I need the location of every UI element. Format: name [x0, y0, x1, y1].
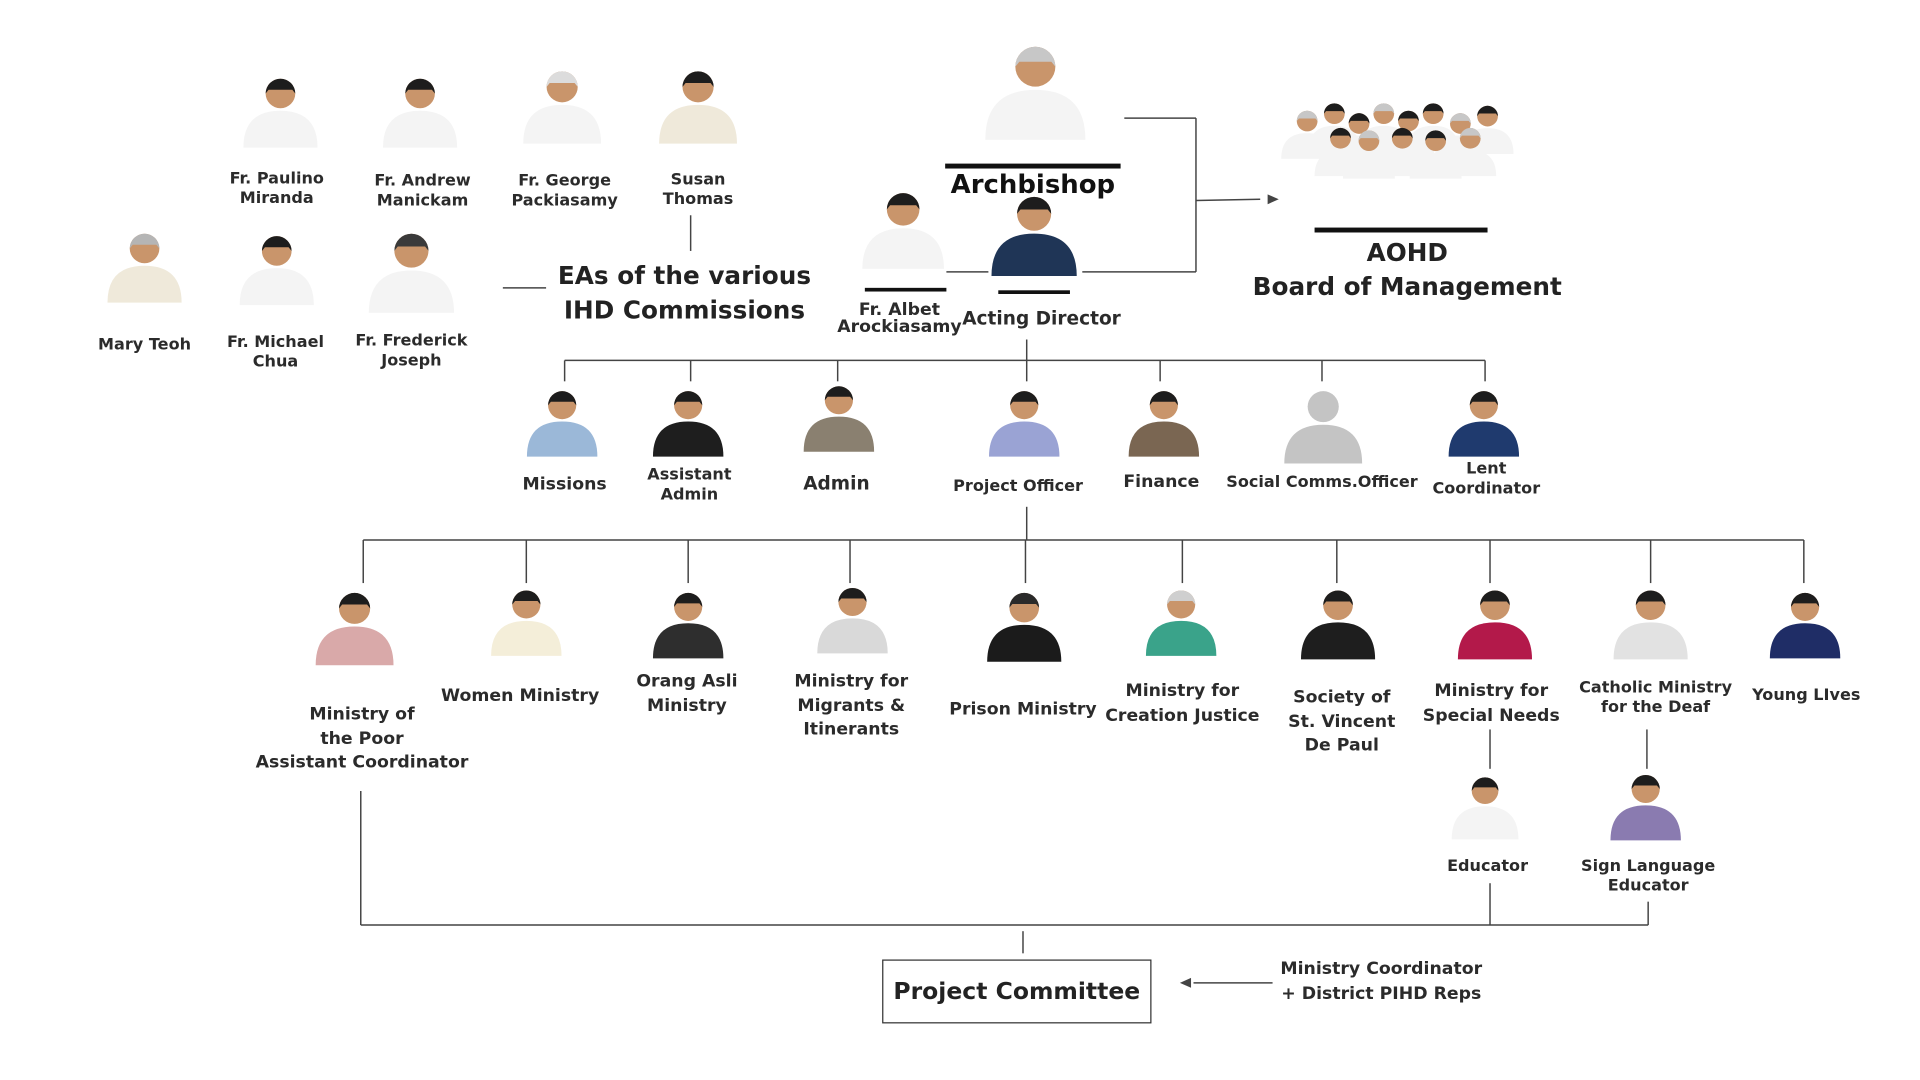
label-albet: Fr. Albet Arockiasamy — [837, 300, 962, 338]
portrait-andrew — [383, 78, 458, 148]
portrait-women-ministry — [491, 590, 562, 656]
label-educator: Educator — [1447, 857, 1528, 876]
label-lent-coordinator: Lent Coordinator — [1432, 460, 1541, 499]
portrait-prison — [987, 592, 1062, 662]
portrait-social-comms — [1284, 391, 1363, 464]
label-board-name: Board of Management — [1252, 271, 1562, 302]
portrait-orang-asli — [652, 592, 724, 659]
project-committee-box: Project Committee — [882, 959, 1152, 1024]
label-social-comms: Social Comms.Officer — [1226, 473, 1418, 493]
portrait-board-member — [1444, 127, 1497, 177]
committee-arrowhead — [1179, 977, 1192, 988]
label-mary: Mary Teoh — [98, 335, 192, 355]
portrait-paulino — [243, 78, 318, 148]
label-deaf-ministry: Catholic Ministry for the Deaf — [1579, 679, 1733, 718]
label-creation-justice: Ministry for Creation Justice — [1105, 681, 1260, 726]
label-migrants: Ministry for Migrants & Itinerants — [794, 671, 909, 740]
portrait-young-lives — [1769, 592, 1841, 659]
portrait-ministry-poor — [315, 592, 394, 666]
board-bar — [1314, 227, 1488, 233]
portrait-assistant-admin — [652, 391, 724, 457]
label-michael: Fr. Michael Chua — [227, 333, 325, 372]
label-project-officer: Project Officer — [953, 477, 1083, 496]
portrait-george — [523, 71, 602, 144]
label-finance: Finance — [1123, 472, 1200, 493]
portrait-archbishop — [985, 46, 1086, 140]
label-susan: Susan Thomas — [662, 170, 734, 210]
portrait-mary — [107, 233, 182, 303]
eas-title: EAs of the various IHD Commissions — [557, 260, 812, 325]
label-special-needs: Ministry for Special Needs — [1422, 681, 1560, 726]
label-board-acronym: AOHD — [1366, 237, 1448, 267]
label-assistant-admin: Assistant Admin — [647, 466, 732, 505]
board-arrowhead — [1267, 194, 1279, 205]
portrait-admin — [803, 386, 875, 452]
label-sign-language: Sign Language Educator — [1581, 857, 1716, 896]
label-missions: Missions — [522, 474, 607, 495]
portrait-project-officer — [989, 391, 1060, 457]
label-andrew: Fr. Andrew Manickam — [374, 172, 471, 211]
portrait-lent — [1448, 391, 1520, 457]
portrait-special-needs — [1457, 590, 1533, 660]
portrait-educator — [1451, 777, 1519, 840]
label-svdp: Society of St. Vincent De Paul — [1288, 687, 1396, 756]
label-paulino: Fr. Paulino Miranda — [229, 169, 324, 209]
portrait-acting-director — [991, 196, 1077, 277]
label-women-ministry: Women Ministry — [441, 686, 600, 707]
portrait-missions — [526, 391, 598, 457]
portrait-finance — [1128, 391, 1200, 457]
portrait-deaf-ministry — [1613, 590, 1688, 660]
portrait-creation-justice — [1145, 590, 1217, 656]
portrait-svdp — [1300, 590, 1376, 660]
label-orang-asli: Orang Asli Ministry — [636, 671, 738, 716]
label-young-lives: Young LIves — [1752, 686, 1861, 705]
label-george: Fr. George Packiasamy — [511, 172, 618, 211]
portrait-sign-language — [1610, 774, 1681, 841]
label-acting-director: Acting Director — [962, 307, 1121, 330]
portrait-albet — [862, 193, 944, 269]
portrait-michael — [239, 236, 314, 306]
label-ministry-poor: Ministry of the Poor Assistant Coordinat… — [255, 704, 469, 773]
director-bar — [998, 290, 1070, 294]
label-prison: Prison Ministry — [949, 699, 1097, 720]
label-committee-note: Ministry Coordinator + District PIHD Rep… — [1280, 959, 1483, 1004]
portrait-frederick — [368, 233, 455, 313]
label-frederick: Fr. Frederick Joseph — [355, 332, 468, 371]
archbishop-bar — [945, 163, 1121, 169]
board-arrow-line — [1195, 198, 1261, 202]
portrait-photos — [107, 46, 1841, 841]
label-admin: Admin — [803, 472, 870, 495]
portrait-migrants — [817, 587, 888, 654]
albet-bar — [864, 287, 947, 292]
portrait-susan — [659, 71, 737, 144]
label-archbishop: Archbishop — [950, 169, 1116, 200]
